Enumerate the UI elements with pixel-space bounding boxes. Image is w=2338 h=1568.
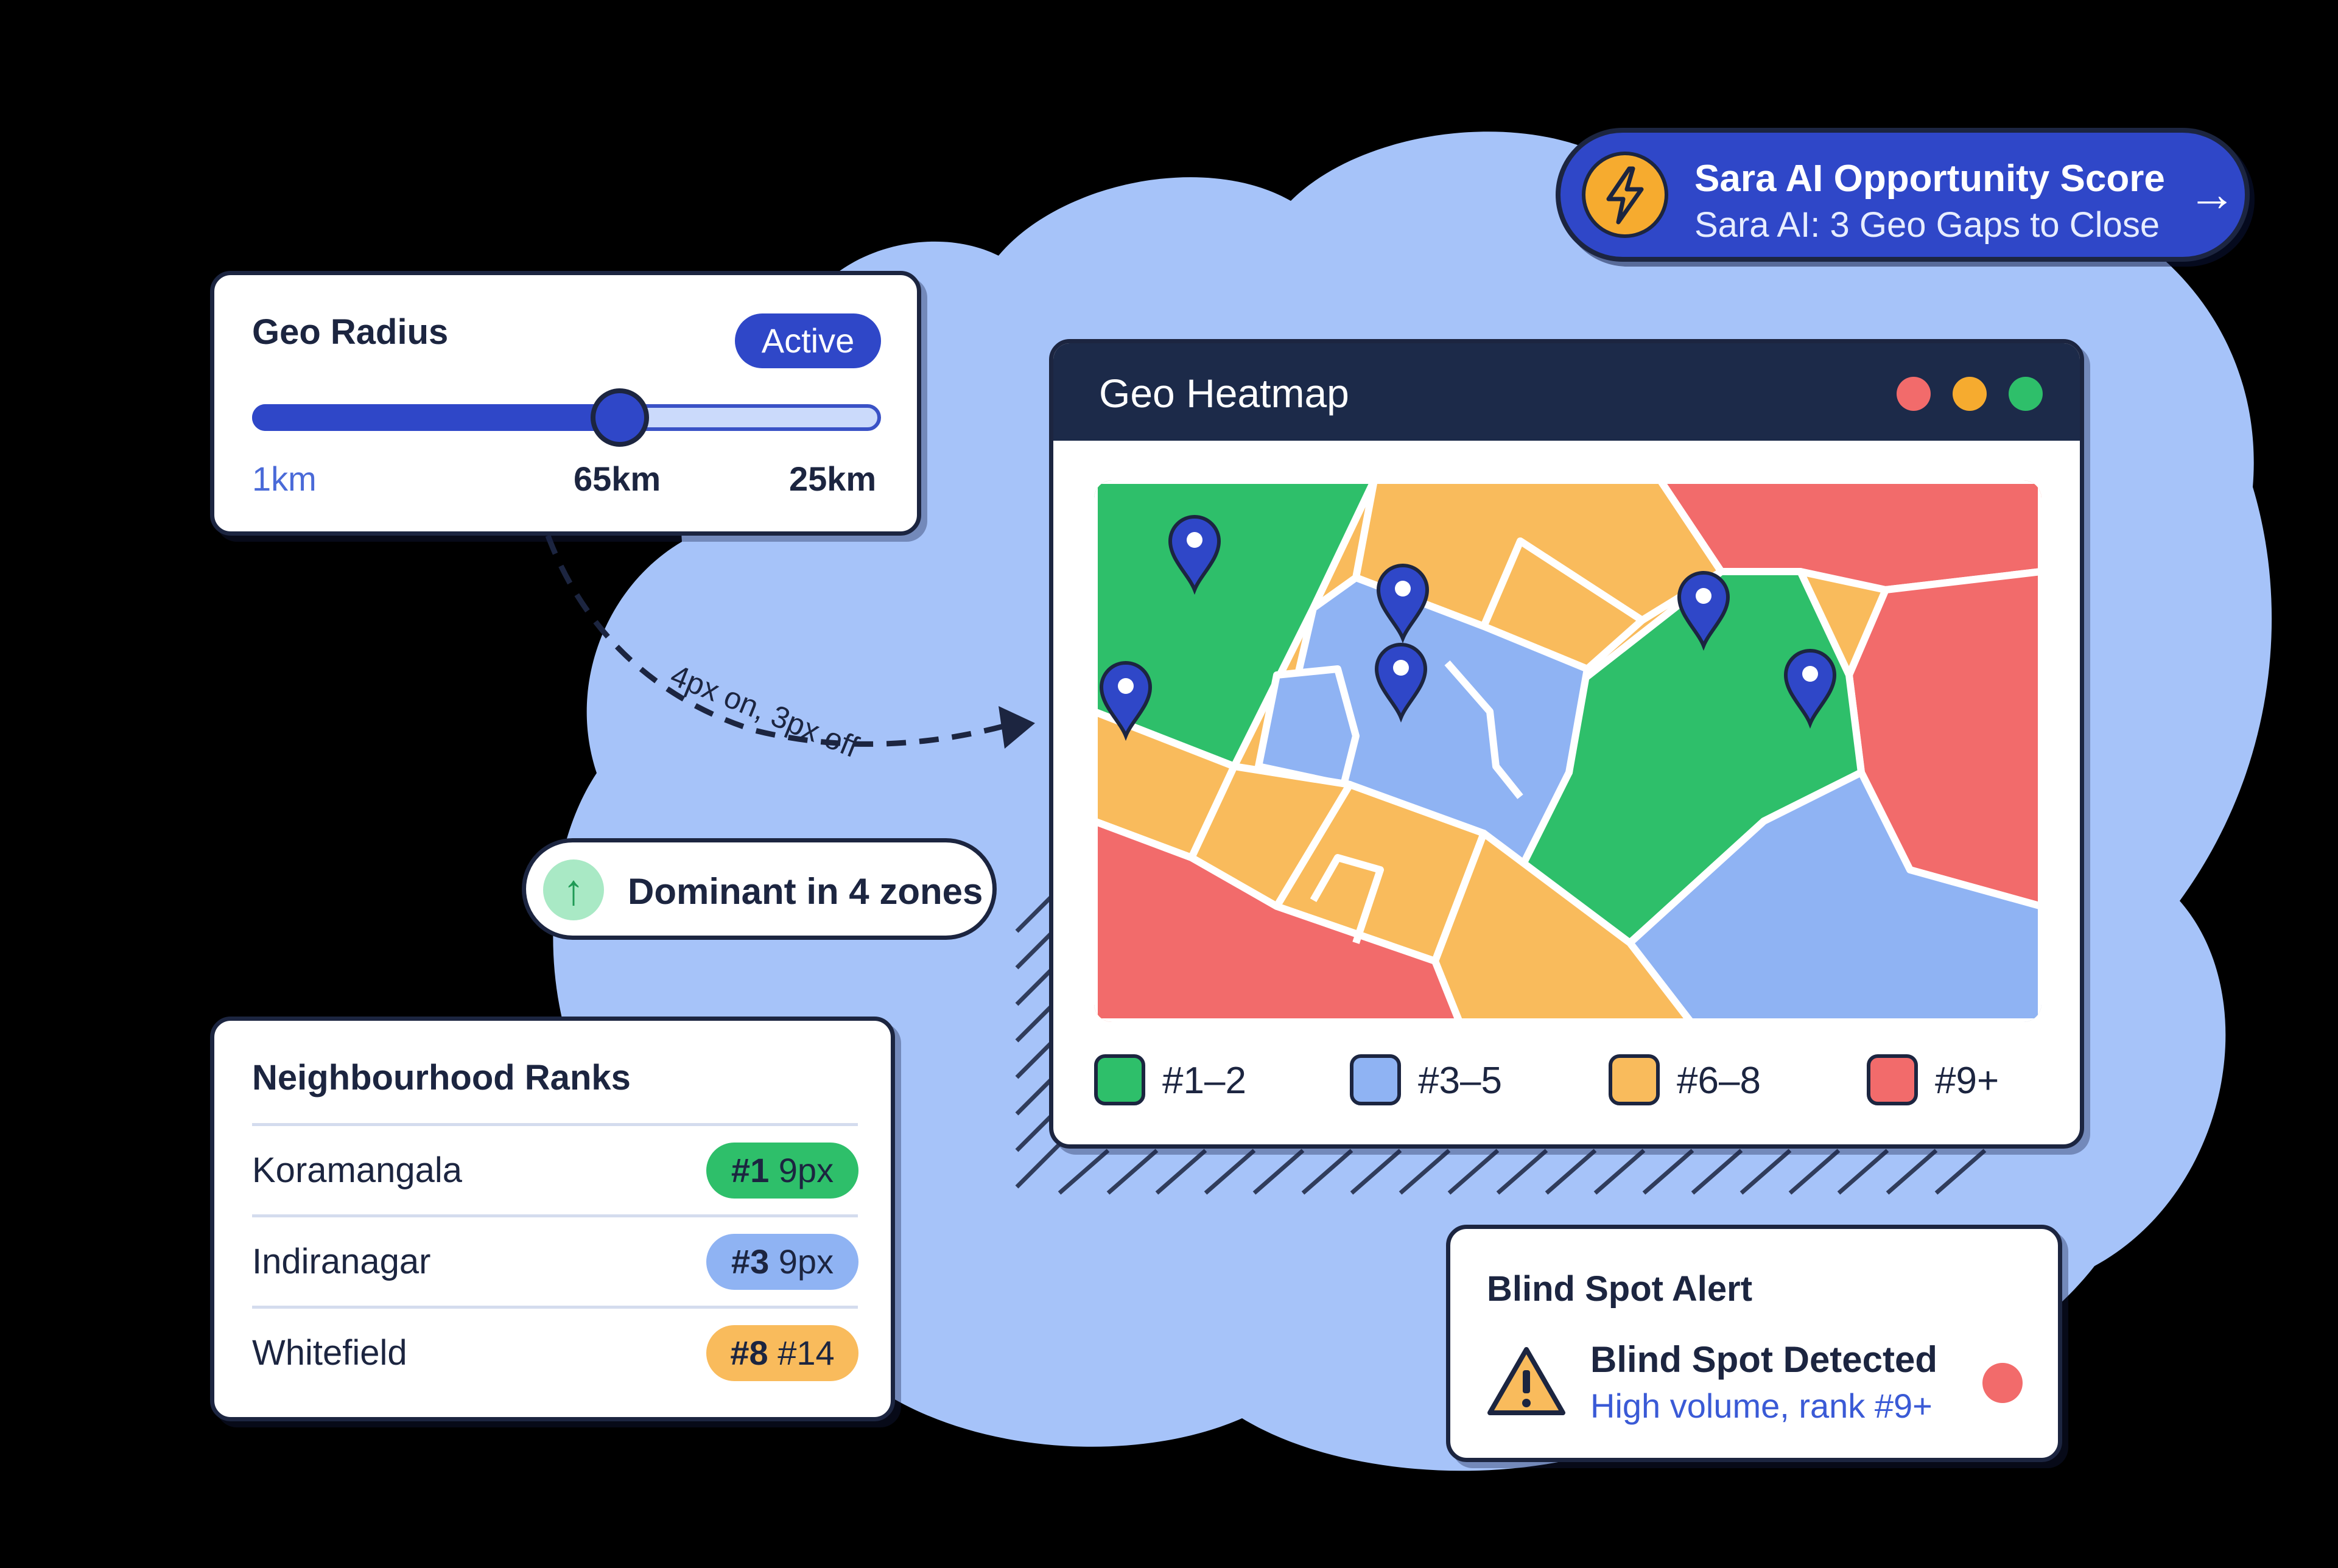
dominant-text: Dominant in 4 zones [628,871,983,912]
geo-radius-card: Geo Radius Active 1km 65km 25km [210,271,921,536]
radius-current-label: 65km [574,460,661,498]
radius-slider-fill [252,404,623,431]
legend-label: #9+ [1935,1060,1999,1102]
zone-orange-s [1431,830,1694,1022]
arrow-right-icon: → [2188,167,2236,221]
ranks-title: Neighbourhood Ranks [252,1058,631,1097]
opportunity-title: Sara AI Opportunity Score [1694,158,2165,200]
opportunity-subtitle: Sara AI: 3 Geo Gaps to Close [1694,205,2160,245]
minimize-window-dot[interactable] [1953,377,1987,411]
legend-swatch-orange [1609,1054,1660,1105]
legend-label: #6–8 [1677,1060,1761,1102]
rank-row-name: Indiranagar [252,1242,431,1281]
rank-badge: #3 9px [706,1234,858,1290]
legend-label: #3–5 [1418,1060,1502,1102]
zone-blue-inner [1255,665,1360,788]
hatch-shadow [1015,887,1987,1195]
alert-status-dot [1982,1363,2023,1403]
alert-heading: Blind Spot Detected [1590,1339,1938,1380]
radius-min-label: 1km [252,460,317,498]
map-pin-icon[interactable] [1677,571,1730,651]
close-window-dot[interactable] [1897,377,1931,411]
divider [252,1123,858,1126]
lightning-bolt-icon [1582,152,1668,238]
divider [252,1306,858,1309]
rank-row-name: Koramangala [252,1150,462,1190]
legend-swatch-red [1867,1054,1918,1105]
map-pin-icon[interactable] [1168,515,1221,595]
zone-red-sw [1094,817,1463,1022]
alert-title: Blind Spot Alert [1487,1269,1753,1309]
map-pin-icon[interactable] [1099,661,1153,741]
map-pin-icon[interactable] [1783,649,1837,729]
legend-swatch-blue [1350,1054,1401,1105]
divider [252,1214,858,1217]
map-pin-icon[interactable] [1376,564,1430,644]
rank-row-name: Whitefield [252,1333,407,1373]
map-pins [1099,515,1837,741]
dominant-zones-pill: ↑ Dominant in 4 zones [522,838,997,940]
geo-heatmap-window: Geo Heatmap [1049,339,2084,1149]
alert-detail: High volume, rank #9+ [1590,1387,1933,1425]
dashed-connector [545,534,1012,747]
rank-badge: #1 9px [706,1143,858,1199]
rank-badge: #8 #14 [706,1325,858,1381]
neighbourhood-ranks-card: Neighbourhood Ranks Koramangala #1 9px I… [210,1017,895,1421]
geo-radius-title: Geo Radius [252,312,449,352]
heatmap-map[interactable] [1094,480,2041,1022]
radius-slider-thumb[interactable] [591,388,649,447]
active-status-badge[interactable]: Active [735,313,881,368]
connector-arrowhead [999,706,1035,749]
maximize-window-dot[interactable] [2009,377,2043,411]
map-pin-icon[interactable] [1374,643,1428,723]
legend-swatch-green [1094,1054,1145,1105]
legend-label: #1–2 [1162,1060,1246,1102]
warning-icon [1487,1345,1566,1421]
blind-spot-alert-card: Blind Spot Alert Blind Spot Detected Hig… [1446,1225,2062,1462]
arrow-up-icon: ↑ [543,859,604,920]
window-title: Geo Heatmap [1099,371,1349,416]
opportunity-score-button[interactable]: Sara AI Opportunity Score Sara AI: 3 Geo… [1556,128,2250,262]
radius-max-label: 25km [789,460,877,498]
